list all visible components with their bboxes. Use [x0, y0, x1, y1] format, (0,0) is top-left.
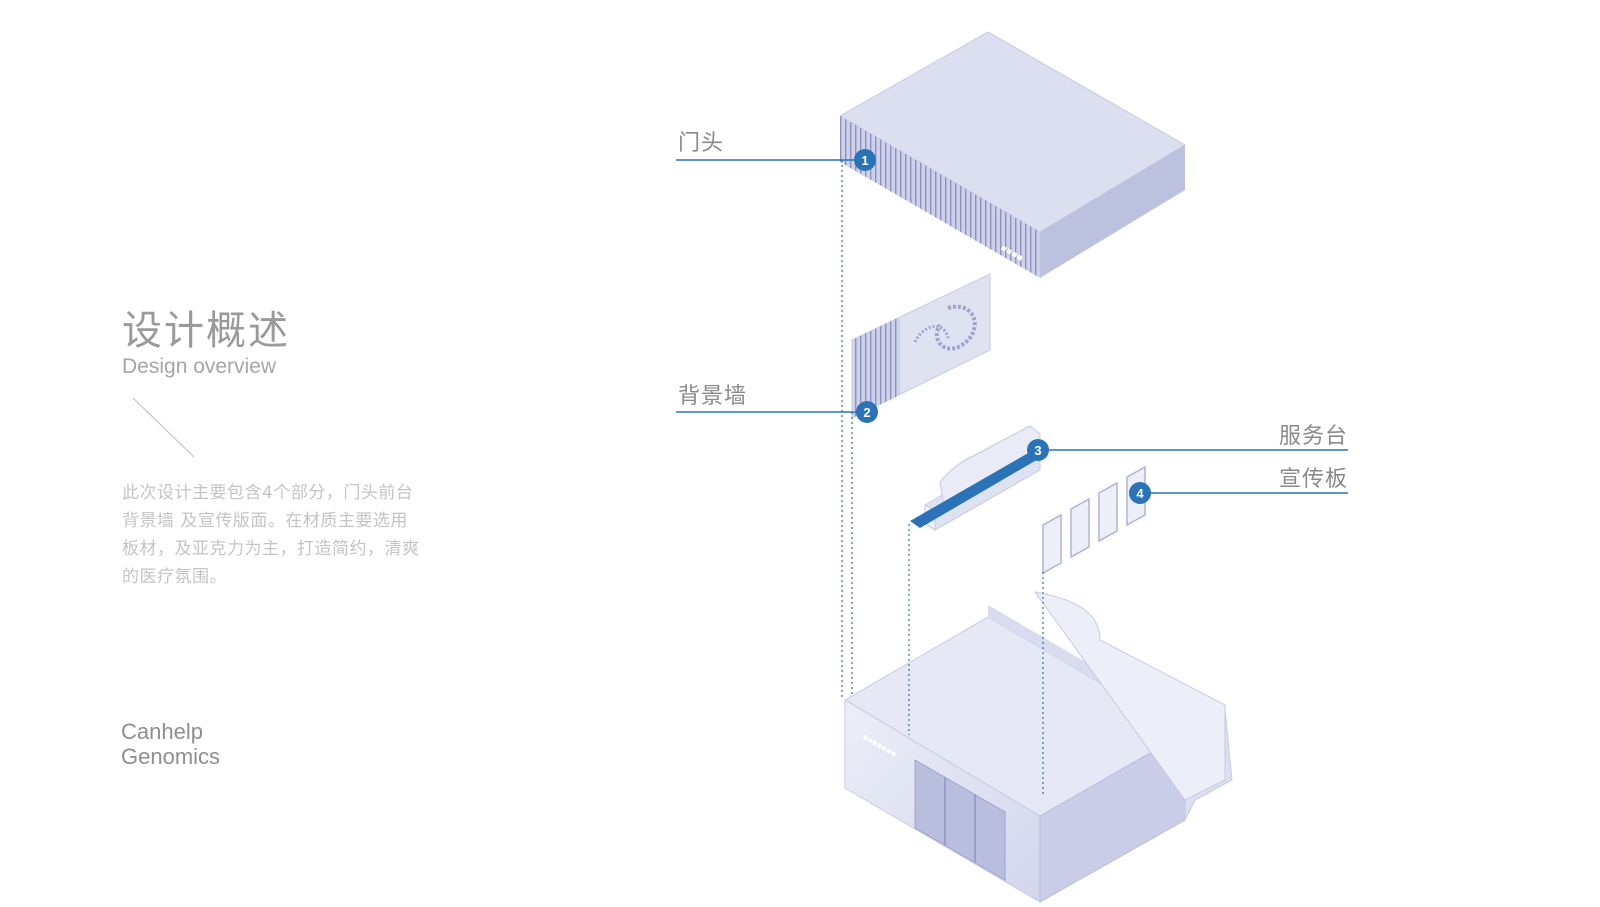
section-subtitle: Design overview	[122, 355, 277, 378]
diagonal-divider	[132, 397, 195, 458]
callout-label-promo-board: 宣传板	[1279, 467, 1349, 492]
marker-2: 2	[856, 401, 878, 423]
marker-4: 4	[1129, 482, 1151, 504]
section-title: 设计概述	[122, 308, 290, 354]
promotion-boards	[1042, 465, 1146, 575]
marker-1: 1	[854, 149, 876, 171]
overview-description: 此次设计主要包含4个部分，门头前台 背景墙 及宣传版面。在材质主要选用板材，及亚…	[122, 483, 420, 587]
base-room: ▪▪▪▪▪▪▪	[844, 591, 1233, 903]
svg-text:4: 4	[1136, 486, 1144, 501]
svg-text:3: 3	[1034, 443, 1041, 458]
marker-3: 3	[1027, 439, 1049, 461]
background-wall	[851, 273, 991, 419]
brand-line-1: Canhelp	[121, 719, 203, 744]
callout-leaders	[676, 159, 1348, 494]
svg-text:1: 1	[861, 153, 868, 168]
projection-lines	[841, 160, 1044, 796]
callout-label-background-wall: 背景墙	[678, 384, 748, 409]
brand-name: Canhelp Genomics	[121, 719, 220, 769]
brand-line-2: Genomics	[121, 744, 221, 769]
callout-label-door-head: 门头	[678, 131, 725, 156]
callout-label-service-desk: 服务台	[1279, 424, 1349, 449]
svg-text:2: 2	[863, 405, 870, 420]
service-desk	[910, 425, 1041, 531]
door-head-block: ▪▪▪▪	[838, 31, 1186, 278]
